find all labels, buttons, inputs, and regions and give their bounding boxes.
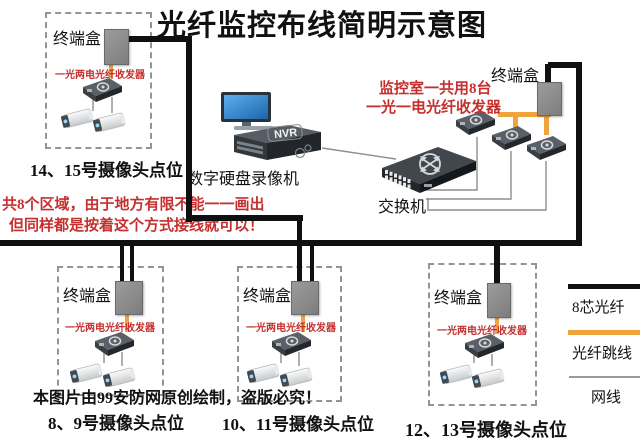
fiber-jumper-line xyxy=(495,315,499,334)
fiber-8core-drop xyxy=(494,246,500,286)
fiber-8core-line xyxy=(548,62,582,68)
zone-outline xyxy=(428,263,537,406)
camera-icon xyxy=(246,363,280,383)
legend-netcable-line xyxy=(569,376,640,378)
zone-caption: 10、11号摄像头点位 xyxy=(222,415,375,434)
terminal-box-label: 终端盒 xyxy=(53,31,102,48)
terminal-box-label: 终端盒 xyxy=(63,288,112,305)
transceiver-label: 一光两电光纤收发器 xyxy=(65,323,155,334)
media-converter-icon xyxy=(465,334,504,358)
terminal-box-label: 终端盒 xyxy=(243,288,292,305)
terminal-box xyxy=(487,283,511,318)
zone-caption: 12、13号摄像头点位 xyxy=(405,420,567,439)
transceiver-label: 一光两电光纤收发器 xyxy=(55,70,145,81)
area-note-line2: 但同样都是按着这个方式接线就可以！ xyxy=(9,218,265,234)
switch-icon xyxy=(382,147,476,193)
area-note-line1: 共8个区域，由于地方有限不能一一画出 xyxy=(2,197,265,213)
monitor-icon xyxy=(221,92,274,130)
room-note-line1: 监控室一共用8台 xyxy=(379,81,492,97)
fiber-jumper-line xyxy=(544,116,549,135)
fiber-jumper-line xyxy=(125,312,129,332)
zone-caption: 8、9号摄像头点位 xyxy=(48,414,184,433)
dvr-caption: 数字硬盘录像机 xyxy=(187,171,300,188)
fiber-jumper-line xyxy=(109,61,113,78)
fiber-8core-line xyxy=(126,36,192,42)
terminal-box-label: 终端盒 xyxy=(491,68,540,85)
zone-outline xyxy=(237,266,342,402)
camera-icon xyxy=(92,112,126,132)
camera-icon xyxy=(439,364,473,384)
zone-outline xyxy=(57,266,164,396)
camera-icon xyxy=(102,367,136,387)
fiber-8core-line xyxy=(186,215,303,221)
room-note-line2: 一光一电光纤收发器 xyxy=(366,100,502,116)
terminal-box xyxy=(537,82,562,116)
fiber-jumper-line xyxy=(498,112,551,117)
camera-icon xyxy=(69,363,103,383)
fiber-8core-line xyxy=(186,36,192,222)
fiber-8core-bus xyxy=(0,240,582,246)
zone-outline xyxy=(45,12,152,149)
legend-fiber8-label: 8芯光纤 xyxy=(572,300,625,316)
fiber-jumper-line xyxy=(301,312,305,332)
legend-jumper-line xyxy=(568,330,640,335)
zone-caption: 14、15号摄像头点位 xyxy=(30,161,183,180)
nvr-label: NVR xyxy=(274,127,298,141)
terminal-box xyxy=(115,281,143,315)
nvr-icon: NVR xyxy=(234,124,321,160)
media-converter-icon xyxy=(272,332,311,356)
fiber-8core-drop xyxy=(130,246,134,283)
camera-icon xyxy=(60,108,94,128)
copyright-note: 本图片由99安防网原创绘制，盗版必究！ xyxy=(33,390,322,407)
media-converter-icon xyxy=(527,136,566,160)
terminal-box xyxy=(104,29,129,65)
media-converter-icon xyxy=(492,126,531,150)
terminal-box-label: 终端盒 xyxy=(434,290,483,307)
terminal-box xyxy=(291,281,319,315)
media-converter-icon xyxy=(95,332,134,356)
transceiver-label: 一光两电光纤收发器 xyxy=(246,323,336,334)
media-converter-icon xyxy=(83,78,122,102)
fiber-jumper-line xyxy=(513,116,518,129)
legend-fiber8-line xyxy=(568,284,640,289)
fiber-8core-line xyxy=(545,64,551,84)
legend-jumper-label: 光纤跳线 xyxy=(572,346,633,362)
fiber-8core-line xyxy=(297,215,302,284)
camera-icon xyxy=(279,367,313,387)
media-converter-icon xyxy=(456,111,495,135)
legend-netcable-label: 网线 xyxy=(591,390,622,406)
switch-caption: 交换机 xyxy=(378,199,427,216)
fiber-8core-drop xyxy=(310,246,314,283)
transceiver-label: 一光两电光纤收发器 xyxy=(437,326,527,337)
fiber-8core-drop xyxy=(120,246,124,283)
fiber-8core-line xyxy=(576,62,582,246)
diagram-title: 光纤监控布线简明示意图 xyxy=(156,10,487,42)
camera-icon xyxy=(471,368,505,388)
